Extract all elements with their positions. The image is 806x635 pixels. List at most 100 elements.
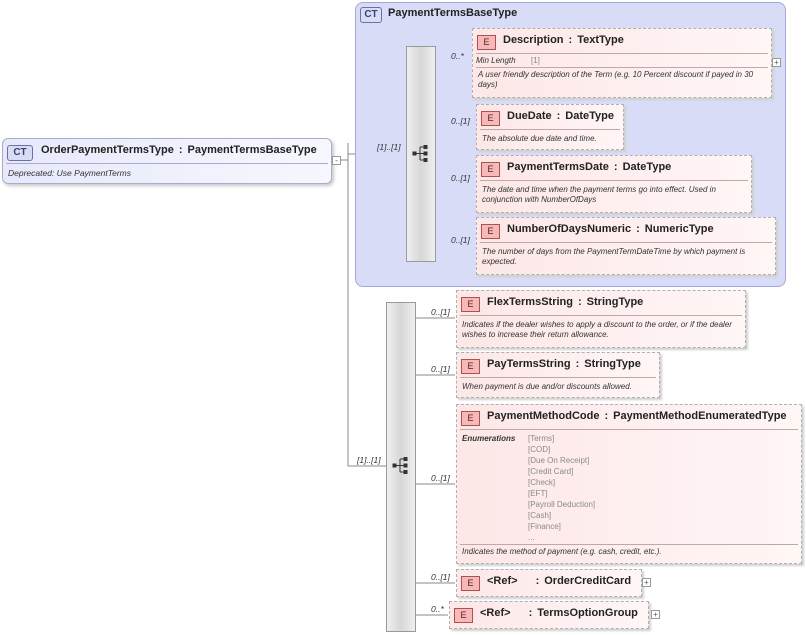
- numberofdays-cardinality: 0..[1]: [451, 235, 470, 245]
- element-type: StringType: [586, 296, 644, 308]
- enum-item: [Credit Card]: [528, 467, 574, 476]
- element-title: FlexTermsString:StringType: [487, 296, 644, 308]
- element-badge: E: [481, 224, 500, 239]
- sequence-icon: [412, 145, 428, 162]
- root-type-name: OrderPaymentTermsType: [41, 144, 174, 156]
- element-type: PaymentMethodEnumeratedType: [613, 410, 787, 422]
- element-type: TermsOptionGroup: [537, 607, 638, 619]
- root-doc: Deprecated: Use PaymentTerms: [8, 168, 131, 178]
- element-name: PayTermsString: [487, 358, 571, 370]
- element-badge: E: [461, 411, 480, 426]
- enum-item: [EFT]: [528, 489, 548, 498]
- element-paytermsstring[interactable]: E PayTermsString:StringType When payment…: [456, 352, 660, 398]
- base-complex-type-badge: CT: [360, 7, 382, 23]
- enum-item: [Check]: [528, 478, 556, 487]
- element-badge: E: [461, 576, 480, 591]
- duedate-cardinality: 0..[1]: [451, 116, 470, 126]
- element-divider: [460, 544, 798, 545]
- root-complex-type[interactable]: CT OrderPaymentTermsType:PaymentTermsBas…: [2, 138, 332, 184]
- element-title: <Ref>:TermsOptionGroup: [480, 607, 638, 619]
- facet-value: [1]: [531, 56, 540, 65]
- element-divider: [480, 180, 748, 181]
- element-paymenttermsdate[interactable]: E PaymentTermsDate:DateType The date and…: [476, 155, 752, 213]
- element-title: PaymentMethodCode:PaymentMethodEnumerate…: [487, 410, 787, 422]
- root-type-title: OrderPaymentTermsType:PaymentTermsBaseTy…: [41, 144, 317, 156]
- paymenttermsdate-cardinality: 0..[1]: [451, 173, 470, 183]
- element-type: DateType: [622, 161, 672, 173]
- enum-item: [Terms]: [528, 434, 555, 443]
- element-name: NumberOfDaysNumeric: [507, 223, 632, 235]
- element-title: Description:TextType: [503, 34, 624, 46]
- element-name: <Ref>: [487, 575, 518, 587]
- enumeration-list: [Terms] [COD] [Due On Receipt] [Credit C…: [528, 433, 595, 543]
- root-divider: [6, 163, 328, 164]
- element-numberofdaysnumeric[interactable]: E NumberOfDaysNumeric:NumericType The nu…: [476, 217, 776, 275]
- element-doc: The date and time when the payment terms…: [482, 185, 716, 204]
- enum-item: ...: [528, 533, 535, 542]
- element-badge: E: [461, 359, 480, 374]
- enumerations-label: Enumerations: [462, 434, 516, 443]
- element-divider: [460, 315, 742, 316]
- sequence-icon: [392, 457, 408, 474]
- element-ref-termsoptiongroup[interactable]: E <Ref>:TermsOptionGroup: [449, 601, 649, 629]
- element-type: NumericType: [644, 223, 714, 235]
- element-name: PaymentTermsDate: [507, 161, 609, 173]
- element-name: FlexTermsString: [487, 296, 573, 308]
- element-type: OrderCreditCard: [544, 575, 632, 587]
- enum-item: [Payroll Deduction]: [528, 500, 596, 509]
- element-duedate[interactable]: E DueDate:DateType The absolute due date…: [476, 104, 624, 150]
- element-doc: The absolute due date and time.: [482, 134, 597, 143]
- element-name: PaymentMethodCode: [487, 410, 600, 422]
- enum-item: [Due On Receipt]: [528, 456, 590, 465]
- element-title: <Ref>:OrderCreditCard: [487, 575, 632, 587]
- element-divider: [476, 67, 768, 68]
- facet-label: Min Length: [476, 56, 516, 65]
- element-badge: E: [481, 111, 500, 126]
- element-title: PayTermsString:StringType: [487, 358, 641, 370]
- root-base-type: PaymentTermsBaseType: [187, 144, 317, 156]
- description-cardinality: 0..*: [451, 51, 464, 61]
- extension-sequence-compositor[interactable]: [386, 302, 416, 632]
- base-type-title: PaymentTermsBaseType: [388, 7, 518, 19]
- element-divider: [480, 129, 620, 130]
- payterms-cardinality: 0..[1]: [431, 364, 450, 374]
- element-title: PaymentTermsDate:DateType: [507, 161, 672, 173]
- expand-plus-icon[interactable]: +: [772, 58, 781, 67]
- extension-sequence-cardinality: [1]..[1]: [357, 455, 381, 465]
- element-doc: Indicates if the dealer wishes to apply …: [462, 320, 732, 339]
- expand-plus-icon[interactable]: +: [642, 578, 651, 587]
- element-flextermsstring[interactable]: E FlexTermsString:StringType Indicates i…: [456, 290, 746, 348]
- element-title: DueDate:DateType: [507, 110, 614, 122]
- element-title: NumberOfDaysNumeric:NumericType: [507, 223, 714, 235]
- element-badge: E: [454, 608, 473, 623]
- element-badge: E: [461, 297, 480, 312]
- element-doc: Indicates the method of payment (e.g. ca…: [462, 547, 662, 556]
- root-collapse-icon[interactable]: -: [332, 156, 341, 165]
- element-divider: [460, 429, 798, 430]
- element-doc: A user friendly description of the Term …: [478, 70, 754, 89]
- flexterms-cardinality: 0..[1]: [431, 307, 450, 317]
- ordercreditcard-cardinality: 0..[1]: [431, 572, 450, 582]
- enum-item: [Cash]: [528, 511, 552, 520]
- element-divider: [460, 377, 656, 378]
- termsoptiongroup-cardinality: 0..*: [431, 604, 444, 614]
- paymentmethod-cardinality: 0..[1]: [431, 473, 450, 483]
- element-type: StringType: [584, 358, 641, 370]
- element-divider: [476, 53, 768, 54]
- enum-item: [Finance]: [528, 522, 561, 531]
- element-badge: E: [481, 162, 500, 177]
- base-sequence-cardinality: [1]..[1]: [377, 142, 401, 152]
- element-description[interactable]: E Description:TextType Min Length [1] A …: [472, 28, 772, 98]
- element-name: <Ref>: [480, 607, 511, 619]
- element-name: DueDate: [507, 110, 552, 122]
- element-ref-ordercreditcard[interactable]: E <Ref>:OrderCreditCard: [456, 569, 642, 597]
- element-type: TextType: [577, 34, 624, 46]
- element-name: Description: [503, 34, 564, 46]
- element-paymentmethodcode[interactable]: E PaymentMethodCode:PaymentMethodEnumera…: [456, 404, 802, 564]
- element-doc: The number of days from the PaymentTermD…: [482, 247, 746, 266]
- element-doc: When payment is due and/or discounts all…: [462, 382, 632, 391]
- element-divider: [480, 242, 772, 243]
- element-type: DateType: [565, 110, 614, 122]
- enum-item: [COD]: [528, 445, 551, 454]
- expand-plus-icon[interactable]: +: [651, 610, 660, 619]
